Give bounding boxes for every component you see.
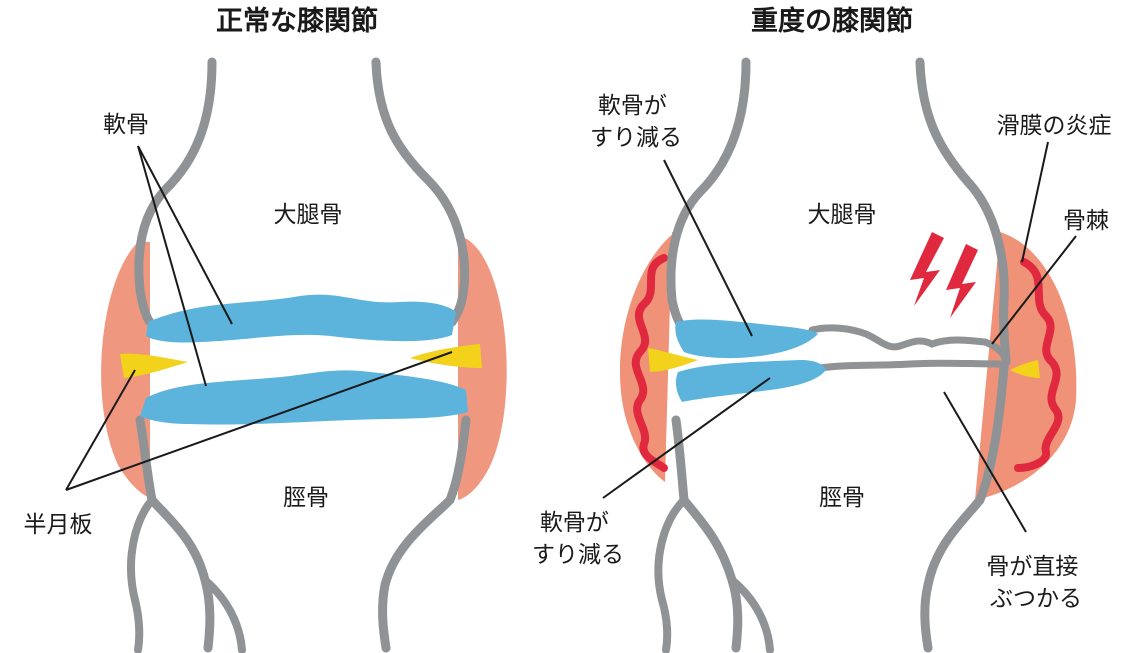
pain-bolt-icon — [946, 244, 978, 318]
femur-outline — [666, 57, 751, 337]
tibia-outline — [671, 415, 743, 653]
inflamed-synovium-left — [631, 254, 668, 472]
femur-outline — [371, 57, 470, 327]
meniscus-right — [410, 344, 482, 368]
worn-cartilage-lower — [675, 360, 826, 402]
cartilage-worn-top-line: 軟骨が — [598, 93, 667, 119]
cartilage-worn-top-label: 軟骨が すり減る — [590, 93, 682, 151]
femur-worn-surface — [808, 324, 1010, 364]
fibula-outline — [728, 576, 774, 653]
meniscus-right — [1010, 360, 1040, 378]
bone-contact-line: 骨が直接 — [986, 554, 1078, 580]
normal-knee-panel: 正常な膝関節 軟骨 大腿骨 脛骨 半月板 — [24, 5, 507, 653]
worn-cartilage-upper — [675, 319, 818, 359]
tibia-label: 脛骨 — [283, 485, 329, 511]
bone-contact-label: 骨が直接 ぶつかる — [986, 554, 1085, 612]
tibia-worn-surface — [816, 359, 1008, 372]
femur-label: 大腿骨 — [274, 202, 343, 228]
fibula-outline — [127, 496, 156, 653]
meniscus-label: 半月板 — [24, 512, 93, 538]
normal-knee-title: 正常な膝関節 — [216, 5, 378, 37]
cartilage-worn-bottom-line: 軟骨が — [540, 510, 609, 536]
cartilage-worn-bottom-line: すり減る — [532, 542, 624, 568]
femur-outline — [134, 57, 217, 327]
femur-outline — [915, 57, 1011, 367]
osteophyte-label: 骨棘 — [1063, 208, 1109, 234]
leader-lines-severe — [602, 141, 1077, 533]
inflamed-synovium-right — [1014, 258, 1063, 472]
bone-contact-line: ぶつかる — [990, 586, 1082, 612]
synovitis-label: 滑膜の炎症 — [997, 113, 1112, 139]
fibula-outline — [201, 576, 246, 653]
tibia-outline — [920, 361, 1009, 653]
cartilage-worn-bottom-label: 軟骨が すり減る — [532, 510, 624, 568]
tibia-outline — [378, 415, 471, 653]
femur-label: 大腿骨 — [808, 202, 877, 228]
fibula-outline — [654, 496, 688, 653]
pain-bolt-icon — [910, 232, 944, 306]
severe-knee-panel: 重度の膝関節 大腿骨 脛骨 軟骨が すり減る 軟骨が すり減る 滑膜の炎症 骨棘… — [532, 5, 1112, 653]
joint-capsule-left — [619, 232, 675, 482]
joint-capsule-right — [458, 238, 507, 500]
severe-knee-title: 重度の膝関節 — [751, 5, 913, 37]
meniscus-left — [648, 348, 698, 372]
cartilage-label: 軟骨 — [103, 112, 149, 138]
cartilage-lower — [140, 370, 468, 425]
tibia-outline — [135, 415, 215, 653]
tibia-label: 脛骨 — [819, 485, 865, 511]
leader-lines-normal — [65, 145, 453, 491]
cartilage-worn-top-line: すり減る — [590, 125, 682, 151]
meniscus-left — [120, 353, 188, 378]
